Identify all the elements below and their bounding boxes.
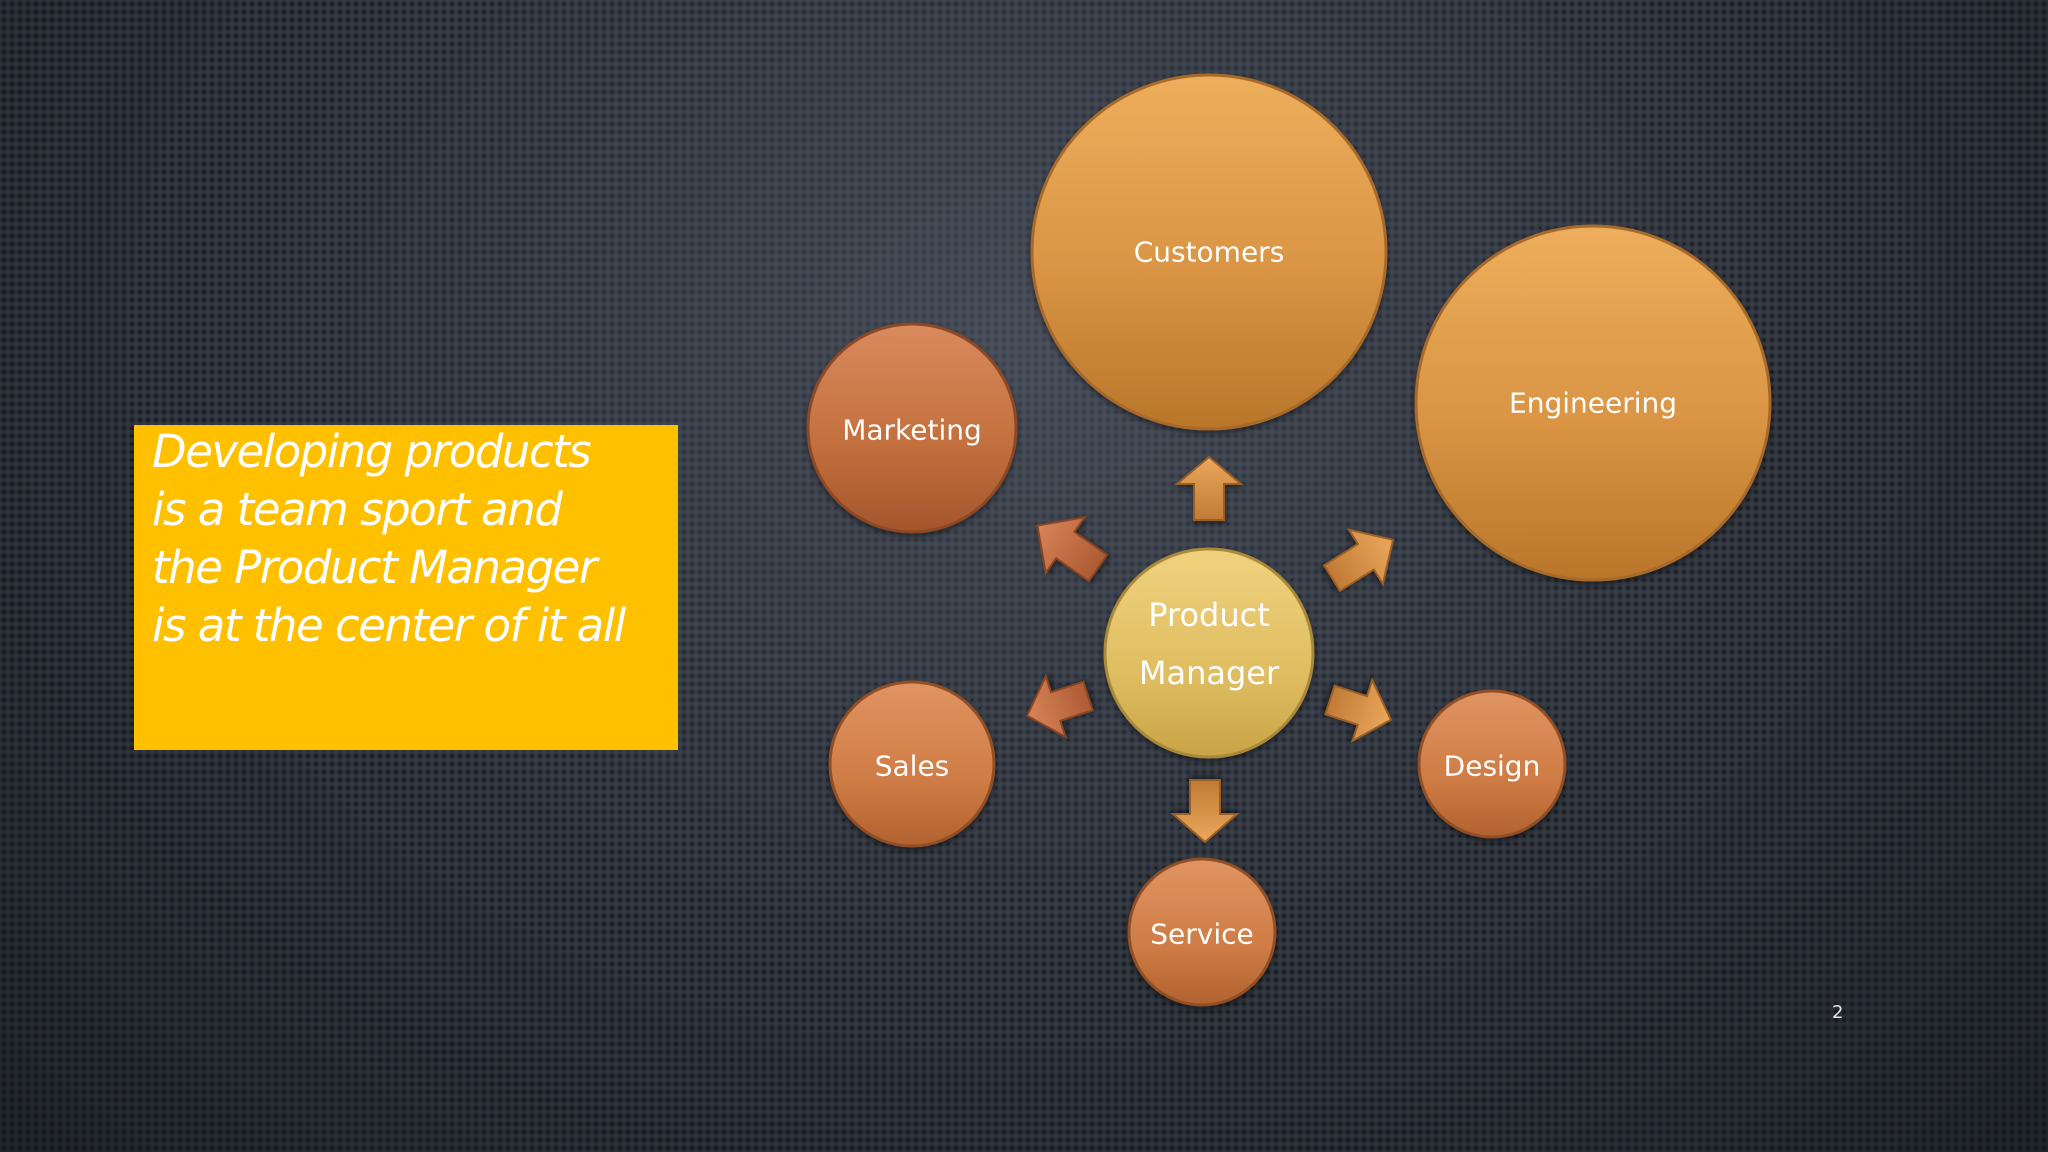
callout-line-1: Developing products [152, 425, 592, 478]
customers-label: Customers [1134, 236, 1285, 269]
slide-number: 2 [1832, 1002, 1844, 1023]
node-service: Service [1127, 857, 1277, 1007]
node-product-manager: Product Manager [1103, 547, 1315, 759]
customers-circle [1030, 73, 1388, 431]
product-manager-label-line-1: Product [1148, 596, 1270, 634]
design-circle [1417, 689, 1567, 839]
node-design: Design [1417, 689, 1567, 839]
service-label: Service [1150, 918, 1253, 951]
arrow-to-sales [1025, 673, 1094, 740]
node-engineering: Engineering [1414, 224, 1772, 582]
callout-line-2: is a team sport and [152, 483, 563, 536]
engineering-circle [1414, 224, 1772, 582]
node-customers: Customers [1030, 73, 1388, 431]
marketing-circle [806, 322, 1018, 534]
callout-box: Developing products is a team sport and … [134, 425, 678, 750]
arrow-to-engineering [1322, 528, 1395, 593]
node-sales: Sales [828, 680, 996, 848]
callout-line-4: is at the center of it all [152, 599, 626, 652]
callout-line-3: the Product Manager [152, 541, 597, 594]
node-marketing: Marketing [806, 322, 1018, 534]
arrow-to-service [1170, 779, 1240, 844]
product-manager-label-line-2: Manager [1139, 654, 1280, 692]
service-circle [1127, 857, 1277, 1007]
sales-label: Sales [875, 750, 950, 783]
design-label: Design [1444, 750, 1541, 783]
arrow-to-customers [1174, 455, 1244, 521]
sales-circle [828, 680, 996, 848]
arrow-to-marketing [1036, 515, 1109, 583]
arrow-to-design [1324, 677, 1393, 744]
engineering-label: Engineering [1509, 387, 1677, 420]
marketing-label: Marketing [842, 414, 982, 447]
product-manager-circle [1103, 547, 1315, 759]
